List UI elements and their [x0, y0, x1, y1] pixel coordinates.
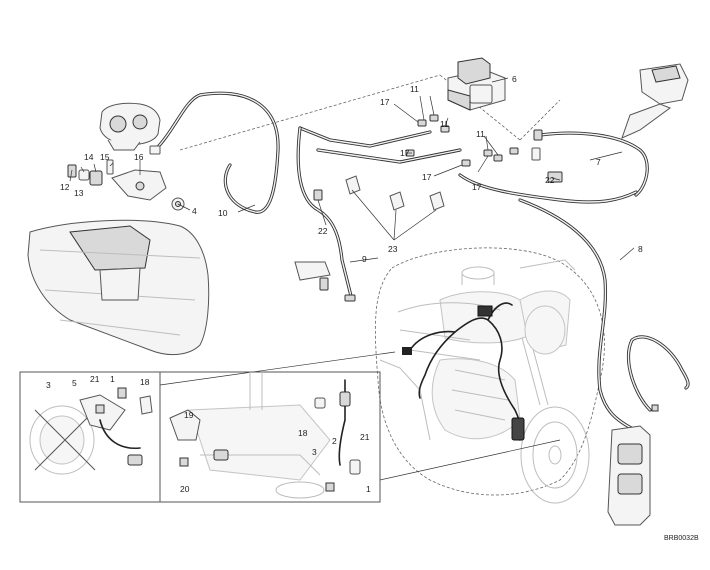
abs-connector [477, 305, 493, 317]
callout-11: 11 [440, 119, 449, 129]
callout-13: 13 [74, 188, 84, 198]
callout-17: 17 [400, 148, 410, 158]
callout-22: 22 [545, 175, 555, 185]
callout-17: 17 [472, 182, 482, 192]
rear-brake-caliper [99, 102, 161, 151]
callout-11: 11 [410, 84, 419, 94]
callout-17: 17 [380, 97, 390, 107]
inset-rear-sensor [19, 371, 161, 503]
front-sensor-connector [511, 417, 525, 441]
rear-sensor-connector [402, 347, 412, 355]
callout-9: 9 [362, 254, 367, 264]
callout-19: 19 [184, 410, 194, 420]
callout-20: 20 [180, 484, 190, 494]
callout-18: 18 [140, 377, 150, 387]
callout-14: 14 [84, 152, 94, 162]
callout-22: 22 [318, 226, 328, 236]
callout-5: 5 [72, 378, 77, 388]
reference-line-1 [179, 74, 441, 151]
front-brake-hose [626, 335, 690, 412]
callout-23: 23 [388, 244, 398, 254]
rear-master-cylinder-reservoir [27, 219, 210, 356]
brake-hose-10 [149, 91, 280, 214]
callout-7: 7 [596, 157, 601, 167]
callout-1: 1 [110, 374, 115, 384]
callout-1: 1 [366, 484, 371, 494]
master-cylinder-fitting [294, 261, 356, 302]
callout-4: 4 [192, 206, 197, 216]
callout-18: 18 [298, 428, 308, 438]
inset-leader-left [159, 351, 396, 386]
brake-pipes-9 [296, 126, 638, 302]
callout-3: 3 [46, 380, 51, 390]
callout-6: 6 [512, 74, 517, 84]
brake-hose-7 [531, 129, 649, 197]
inset-front-sensor [159, 371, 381, 503]
caliper-bracket [111, 169, 167, 201]
mounting-brackets-23 [345, 175, 445, 211]
reference-line-3 [519, 99, 561, 141]
callout-3: 3 [312, 447, 317, 457]
callout-15: 15 [100, 152, 110, 162]
callout-21: 21 [360, 432, 370, 442]
callout-21: 21 [90, 374, 100, 384]
abs-control-unit [447, 57, 506, 111]
callout-16: 16 [134, 152, 144, 162]
callout-8: 8 [638, 244, 643, 254]
brake-hose-8 [518, 198, 637, 432]
callout-11: 11 [476, 129, 485, 139]
drawing-code: BRB0032B [664, 535, 699, 542]
callout-10: 10 [218, 208, 228, 218]
motorcycle-outline [374, 247, 605, 504]
callout-2: 2 [332, 436, 337, 446]
callout-17: 17 [422, 172, 432, 182]
front-brake-caliper [607, 425, 651, 526]
fittings-cluster [313, 114, 519, 201]
abs-wiring-harness [402, 302, 525, 441]
inset-leader-right [379, 439, 561, 481]
callout-leaders [69, 77, 635, 263]
front-master-cylinder [621, 63, 689, 139]
callout-labels: 6 11 11 11 17 17 17 17 7 22 22 23 9 8 10… [46, 74, 643, 494]
callout-12: 12 [60, 182, 70, 192]
